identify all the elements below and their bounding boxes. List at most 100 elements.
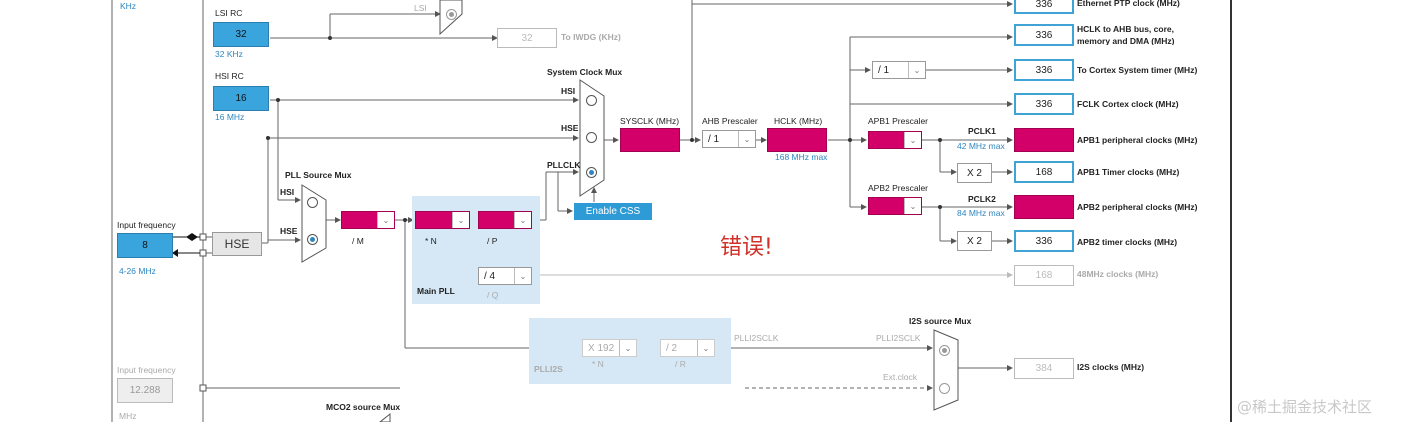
lsi-title: LSI RC <box>215 8 243 18</box>
sysmux-hsi-radio[interactable] <box>586 95 597 106</box>
pll-m-value: / 7 <box>347 214 359 226</box>
lsi-mux-radio[interactable] <box>446 9 457 20</box>
sysmux-hsi-label: HSI <box>561 86 576 96</box>
out-fclk-value: 336 <box>1014 93 1074 115</box>
apb2-timer-mult: X 2 <box>957 231 992 251</box>
input-frequency-title: Input frequency <box>117 220 176 230</box>
input2-title: Input frequency <box>117 365 176 375</box>
chevron-down-icon: ⌄ <box>697 340 714 356</box>
pll-m-label: / M <box>352 236 364 246</box>
pclk2-label: PCLK2 <box>968 194 996 204</box>
input-frequency-value[interactable]: 8 <box>117 233 173 258</box>
i2s-out-value: 384 <box>1014 358 1074 379</box>
pll-p-value: / 2 <box>484 214 496 226</box>
apb1-value: / 1 <box>874 134 886 146</box>
apb1-timer-mult: X 2 <box>957 163 992 183</box>
i2s-out-label: I2S clocks (MHz) <box>1077 362 1145 372</box>
pll-p-label: / P <box>487 236 498 246</box>
out-hclk-ahb-label2: memory and DMA (MHz) <box>1077 36 1175 45</box>
out-cortex-timer-label: To Cortex System timer (MHz) <box>1077 65 1198 75</box>
enable-css-button[interactable]: Enable CSS <box>574 203 652 220</box>
ahb-label: AHB Prescaler <box>702 116 758 126</box>
pll-source-hsi-label: HSI <box>280 187 295 197</box>
plli2s-n-select[interactable]: X 192⌄ <box>582 339 637 357</box>
out-fclk-label: FCLK Cortex clock (MHz) <box>1077 99 1179 109</box>
pll-q-label: / Q <box>487 290 499 300</box>
lsi-value[interactable]: 32 <box>213 22 269 47</box>
apb2-prescaler-select[interactable]: / 2⌄ <box>868 197 922 215</box>
sysmux-hse-label: HSE <box>561 123 579 133</box>
chevron-down-icon: ⌄ <box>514 268 531 284</box>
sysmux-pllclk-radio[interactable] <box>586 167 597 178</box>
out-apb1-timer-value: 168 <box>1014 161 1074 183</box>
i2s-mux-title: I2S source Mux <box>909 316 972 326</box>
sysmux-pllclk-label: PLLCLK <box>547 160 581 170</box>
chevron-down-icon: ⌄ <box>904 132 921 148</box>
ahb-prescaler-select[interactable]: / 1 ⌄ <box>702 130 756 148</box>
pll-source-hse-radio[interactable] <box>307 234 318 245</box>
pclk2-max: 84 MHz max <box>957 208 1005 218</box>
sysclk-label: SYSCLK (MHz) <box>620 116 680 126</box>
plli2s-r-label: / R <box>675 359 686 369</box>
iwdg-value: 32 <box>497 28 557 48</box>
pll-source-mux-title: PLL Source Mux <box>285 170 352 180</box>
input-frequency-range: 4-26 MHz <box>119 266 156 276</box>
chevron-down-icon: ⌄ <box>452 212 469 228</box>
pclk1-max: 42 MHz max <box>957 141 1005 151</box>
pll-q-value: / 4 <box>484 270 496 282</box>
out-48mhz-label: 48MHz clocks (MHz) <box>1077 269 1159 279</box>
plli2s-r-value: / 2 <box>666 342 678 354</box>
apb2-label: APB2 Prescaler <box>868 183 928 193</box>
pll-m-select[interactable]: / 7 ⌄ <box>341 211 395 229</box>
iwdg-label: To IWDG (KHz) <box>561 32 621 42</box>
i2s-mux-pll-radio[interactable] <box>939 345 950 356</box>
lsi-mux-label: LSI <box>414 3 427 13</box>
input2-value[interactable]: 12.288 <box>117 378 173 403</box>
out-apb1-timer-label: APB1 Timer clocks (MHz) <box>1077 167 1180 177</box>
out-apb2-timer-value: 336 <box>1014 230 1074 252</box>
mco2-title: MCO2 source Mux <box>326 402 401 412</box>
apb1-prescaler-select[interactable]: / 1 ⌄ <box>868 131 922 149</box>
cortex-div-value: / 1 <box>878 64 890 76</box>
out-apb2-periph-label: APB2 peripheral clocks (MHz) <box>1077 202 1198 212</box>
pll-source-hse-label: HSE <box>280 226 298 236</box>
main-pll-title: Main PLL <box>417 286 455 296</box>
out-hclk-ahb-value: 336 <box>1014 24 1074 46</box>
out-48mhz-value: 168 <box>1014 265 1074 286</box>
pll-n-label: * N <box>425 236 437 246</box>
chevron-down-icon: ⌄ <box>514 212 531 228</box>
khz-label: KHz <box>120 1 137 11</box>
hsi-unit: 16 MHz <box>215 112 245 122</box>
chevron-down-icon: ⌄ <box>738 131 755 147</box>
pll-p-select[interactable]: / 2 ⌄ <box>478 211 532 229</box>
out-apb1-periph-value: 84 <box>1014 128 1074 152</box>
ahb-value: / 1 <box>708 133 720 145</box>
cortex-div-select[interactable]: / 1 ⌄ <box>872 61 926 79</box>
pclk1-label: PCLK1 <box>968 126 996 136</box>
i2s-mux-ext-label: Ext.clock <box>883 372 918 382</box>
i2s-mux-ext-radio[interactable] <box>939 383 950 394</box>
hclk-max: 168 MHz max <box>775 152 828 162</box>
hsi-value[interactable]: 16 <box>213 86 269 111</box>
plli2s-r-select[interactable]: / 2 ⌄ <box>660 339 715 357</box>
i2s-mux-pll-label: PLLI2SCLK <box>876 333 921 343</box>
pll-source-hsi-radio[interactable] <box>307 197 318 208</box>
chevron-down-icon: ⌄ <box>619 340 636 356</box>
lsi-unit: 32 KHz <box>215 49 243 59</box>
chevron-down-icon: ⌄ <box>904 198 921 214</box>
out-apb2-periph-value: 168 <box>1014 195 1074 219</box>
out-hclk-ahb-label: HCLK to AHB bus, core, <box>1077 24 1174 34</box>
input2-unit: MHz <box>119 411 137 421</box>
error-text: 错误! <box>720 235 773 260</box>
pll-q-select[interactable]: / 4 ⌄ <box>478 267 532 285</box>
chevron-down-icon: ⌄ <box>908 62 925 78</box>
plli2s-title: PLLI2S <box>534 364 563 374</box>
hclk-value[interactable]: 336 <box>767 128 827 152</box>
chevron-down-icon: ⌄ <box>377 212 394 228</box>
out-ethernet-ptp-label: Ethernet PTP clock (MHz) <box>1077 0 1180 8</box>
pll-n-select[interactable]: X 168⌄ <box>415 211 470 229</box>
hse-block[interactable]: HSE <box>212 232 262 256</box>
out-apb2-timer-label: APB2 timer clocks (MHz) <box>1077 237 1178 247</box>
out-apb1-periph-label: APB1 peripheral clocks (MHz) <box>1077 135 1198 145</box>
sysmux-hse-radio[interactable] <box>586 132 597 143</box>
